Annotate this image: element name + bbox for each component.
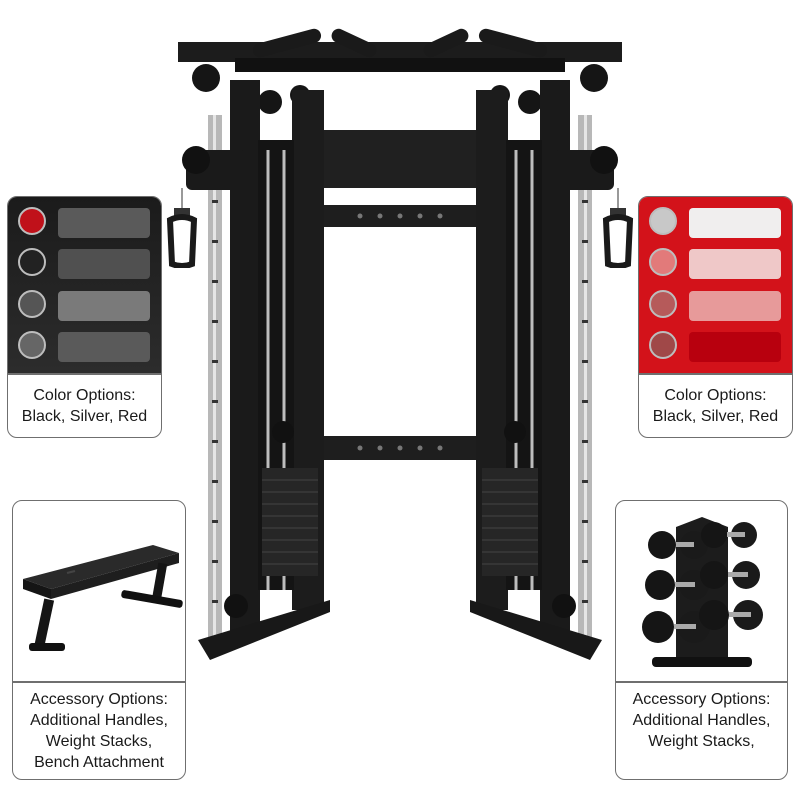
color-bar xyxy=(58,249,150,279)
accessory-options-card-right: Accessory Options: Additional Handles, W… xyxy=(615,500,788,780)
swatch-row[interactable] xyxy=(18,207,161,239)
flat-bench-icon xyxy=(23,545,183,651)
color-options-card-right: Color Options: Black, Silver, Red xyxy=(638,196,793,438)
color-dot[interactable] xyxy=(18,248,46,276)
swatch-row[interactable] xyxy=(649,331,792,363)
color-dot[interactable] xyxy=(18,290,46,318)
accessory-options-card-left: Accessory Options: Additional Handles, W… xyxy=(12,500,186,780)
swatch-row[interactable] xyxy=(18,290,161,322)
accessory-options-caption: Accessory Options: Additional Handles, W… xyxy=(632,691,771,750)
color-dot[interactable] xyxy=(649,290,677,318)
accessory-options-caption: Accessory Options: Additional Handles, W… xyxy=(30,691,168,771)
swatch-row[interactable] xyxy=(649,207,792,239)
swatch-panel xyxy=(639,197,792,373)
color-options-caption: Color Options: Black, Silver, Red xyxy=(652,387,779,425)
color-dot[interactable] xyxy=(649,248,677,276)
color-bar xyxy=(689,291,781,321)
swatch-panel xyxy=(8,197,161,373)
color-dot[interactable] xyxy=(18,331,46,359)
cable-handle-icon xyxy=(166,188,198,268)
color-bar xyxy=(689,249,781,279)
dumbbell-rack-icon xyxy=(642,517,763,667)
color-dot[interactable] xyxy=(649,207,677,235)
color-options-card-left: Color Options: Black, Silver, Red xyxy=(7,196,162,438)
swatch-row[interactable] xyxy=(18,331,161,363)
color-bar xyxy=(689,208,781,238)
swatch-row[interactable] xyxy=(18,248,161,280)
color-dot[interactable] xyxy=(18,207,46,235)
swatch-row[interactable] xyxy=(649,290,792,322)
swatch-row[interactable] xyxy=(649,248,792,280)
color-options-caption: Color Options: Black, Silver, Red xyxy=(21,387,148,425)
color-bar xyxy=(58,291,150,321)
color-bar xyxy=(58,208,150,238)
color-dot[interactable] xyxy=(649,331,677,359)
color-bar xyxy=(689,332,781,362)
color-bar xyxy=(58,332,150,362)
cable-handle-icon xyxy=(602,188,634,268)
